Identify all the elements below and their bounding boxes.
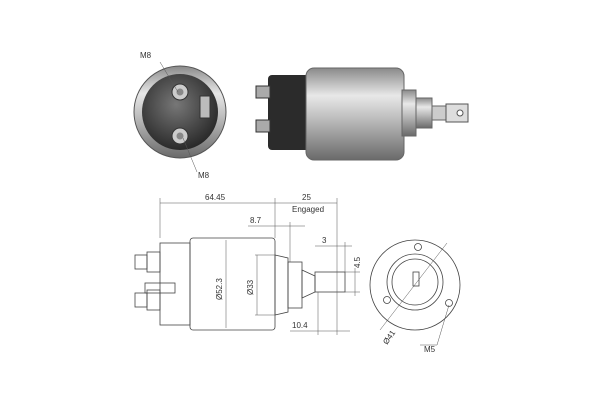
top-terminal-label: M8 [140,51,152,60]
dim-slot-width: 4.5 [353,256,362,268]
dim-tip-length: 10.4 [292,321,308,330]
dim-offset: 8.7 [250,216,262,225]
end-view-drawing: Ø41 M5 [369,239,461,354]
side-view-photo [255,67,469,161]
dim-body-diameter: Ø52.3 [215,278,224,300]
front-view-photo: M8 M8 [133,51,227,180]
dim-length: 64.45 [205,193,226,202]
dim-mount-thread: M5 [424,345,436,354]
bottom-terminal-label: M8 [198,171,210,180]
dim-stroke-note: Engaged [292,205,324,214]
side-view-drawing: 64.45 25 Engaged 8.7 Ø52.3 Ø33 3 4.5 10.… [134,193,362,335]
dim-bolt-circle: Ø41 [381,328,397,346]
dim-stroke: 25 [302,193,311,202]
dim-nose-diameter: Ø33 [246,279,255,295]
dim-tip-offset: 3 [322,236,327,245]
